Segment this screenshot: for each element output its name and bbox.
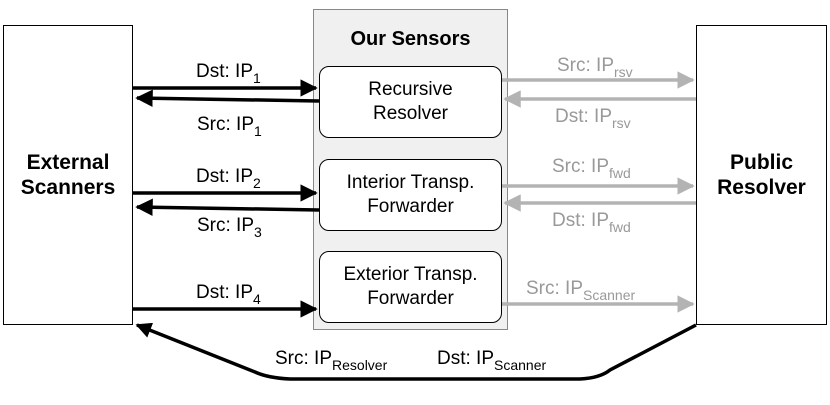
label-dst-ip4: Dst: IP4 [196, 282, 261, 307]
external-scanners-line2: Scanners [20, 176, 116, 199]
our-sensors-title: Our Sensors [350, 28, 471, 50]
external-scanners-box: External Scanners [3, 25, 133, 325]
arrow-src-ip1 [135, 89, 320, 108]
label-src-iprsv: Src: IPrsv [557, 55, 633, 80]
label-src-ip3: Src: IP3 [197, 215, 262, 240]
label-dst-ip1: Dst: IP1 [196, 61, 261, 86]
exterior-forwarder-box: Exterior Transp. Forwarder [319, 251, 502, 323]
recursive-resolver-box: Recursive Resolver [319, 66, 502, 138]
public-resolver-box: Public Resolver [696, 25, 827, 325]
interior-forwarder-box: Interior Transp. Forwarder [319, 159, 502, 231]
label-src-ip1: Src: IP1 [197, 114, 262, 139]
label-dst-iprsv: Dst: IPrsv [555, 106, 631, 131]
recursive-resolver-line1: Recursive [368, 79, 453, 100]
recursive-resolver-line2: Resolver [373, 103, 448, 124]
interior-forwarder-line2: Forwarder [367, 196, 454, 217]
public-resolver-line2: Resolver [717, 176, 806, 199]
label-dst-ipfwd: Dst: IPfwd [552, 210, 631, 235]
public-resolver-line1: Public [729, 151, 793, 174]
label-src-ipresolver: Src: IPResolver [275, 348, 388, 373]
label-src-ipscanner: Src: IPScanner [526, 278, 636, 303]
label-src-ipfwd: Src: IPfwd [552, 156, 631, 181]
external-scanners-line1: External [26, 151, 110, 174]
interior-forwarder-line1: Interior Transp. [346, 172, 475, 193]
label-dst-ip2: Dst: IP2 [196, 166, 261, 191]
exterior-forwarder-line2: Forwarder [367, 288, 454, 309]
label-dst-ipscanner: Dst: IPScanner [437, 348, 547, 373]
arrow-src-ip3 [135, 198, 320, 217]
arrow-resolver-to-scanner [135, 322, 697, 381]
exterior-forwarder-line1: Exterior Transp. [343, 264, 478, 285]
